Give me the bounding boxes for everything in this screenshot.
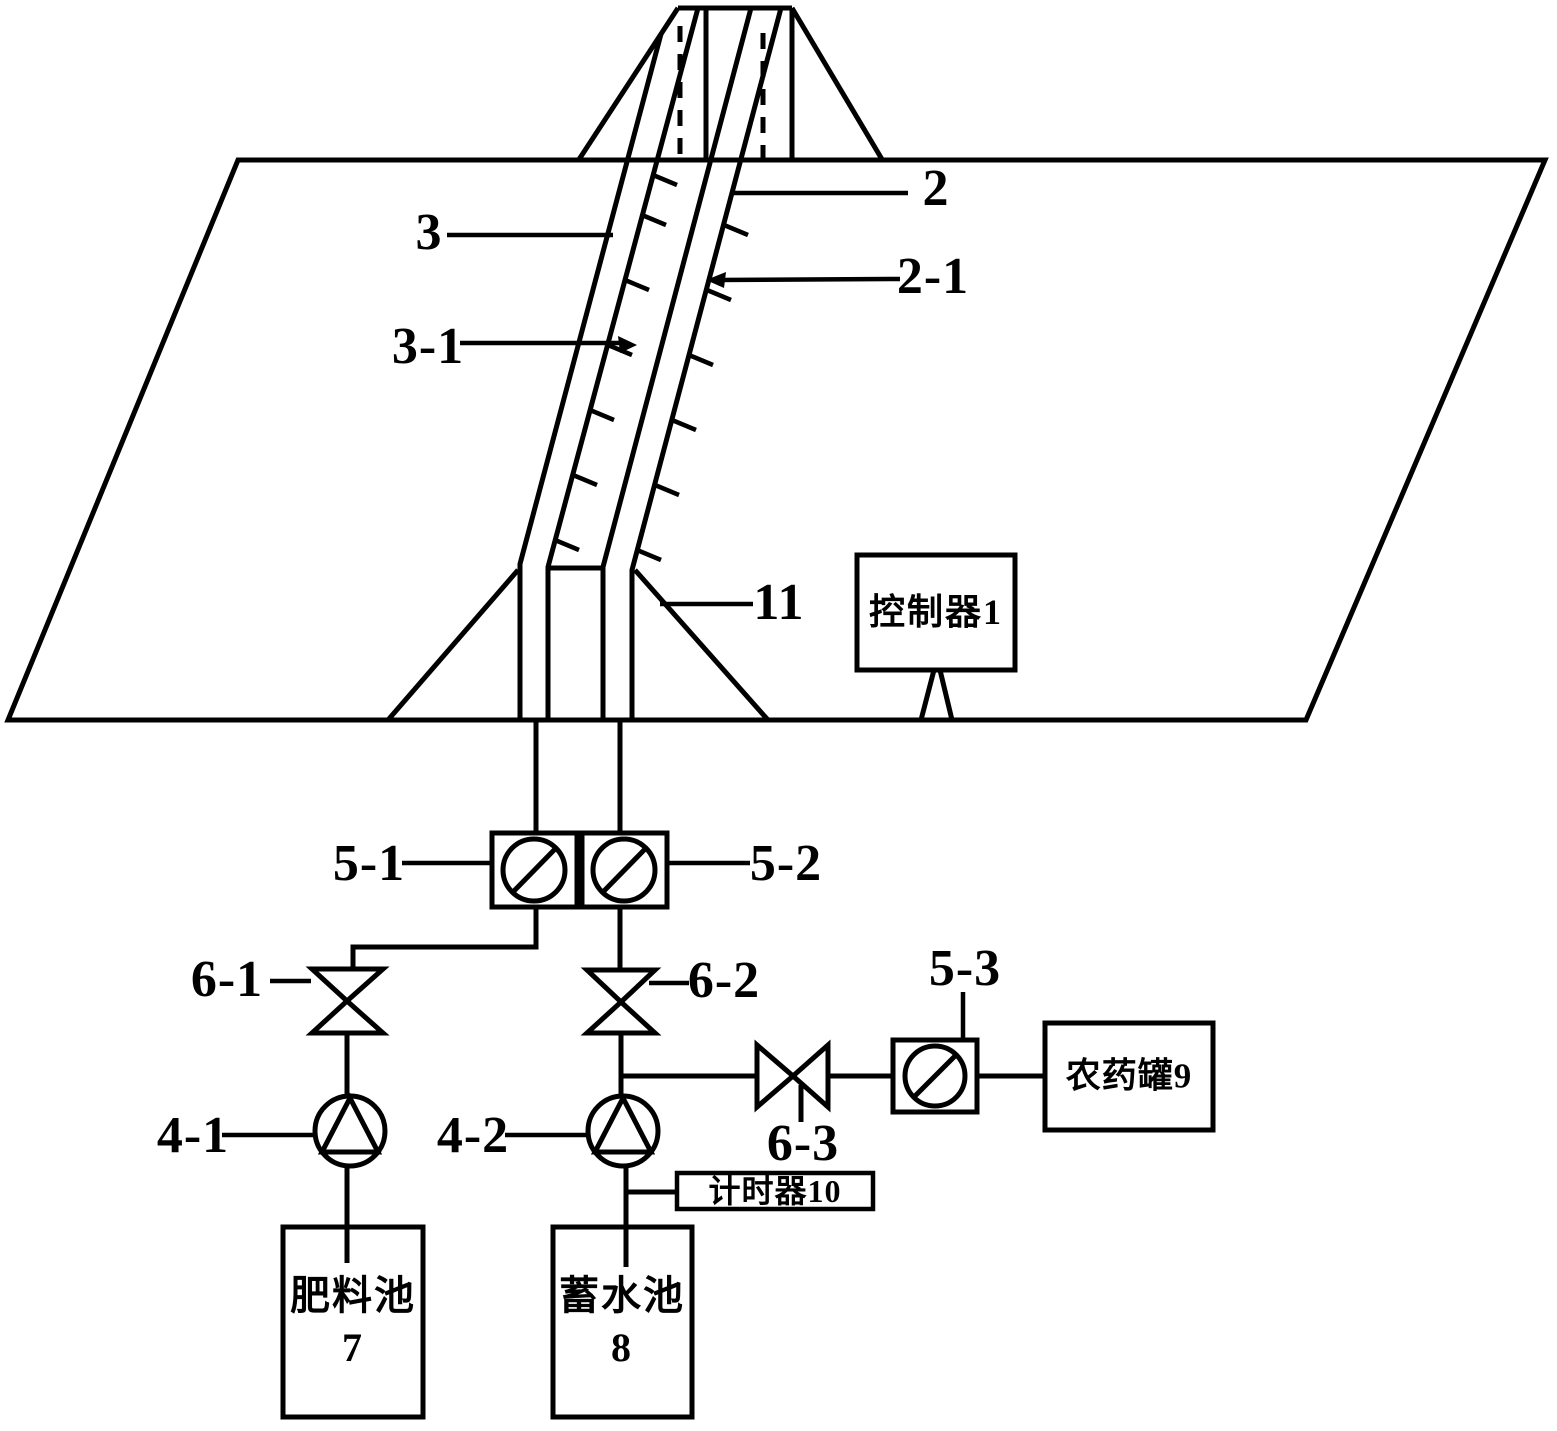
- valve63-left-triangle: [754, 1039, 797, 1113]
- pesticide-line: [754, 1039, 1045, 1122]
- label-meter-5-2: 5-2: [749, 835, 823, 892]
- label-meter-5-1: 5-1: [332, 835, 406, 892]
- controller-stand-leg: [918, 669, 937, 721]
- emitters: [554, 172, 749, 563]
- emitter-tick: [654, 482, 680, 498]
- valve-6-2: [580, 967, 662, 1036]
- label-valve-6-3: 6-3: [766, 1115, 840, 1172]
- flow-meter-5-2: [579, 830, 670, 910]
- ridge-right-slope: [789, 6, 886, 163]
- meter-dial: [590, 836, 658, 904]
- emitter-tick: [641, 212, 667, 228]
- pipe3-left-wall: [517, 33, 664, 720]
- fertilizer-tank-name: 肥料池: [290, 1273, 416, 1318]
- left-branch-piping: [344, 907, 539, 1263]
- emitter-tick: [572, 472, 598, 488]
- label-ridge-11: 11: [753, 574, 805, 631]
- valve-bottom-triangle: [305, 997, 390, 1036]
- leader-3-1-arrow: [618, 336, 637, 353]
- valve-top-triangle: [580, 967, 662, 1006]
- top-ridge: [575, 5, 886, 163]
- emitter-tick: [671, 417, 697, 433]
- drip-pipe-2: [548, 7, 784, 720]
- label-emitter-2-1: 2-1: [896, 248, 970, 305]
- pesticide-tank-label: 农药罐9: [1065, 1056, 1193, 1096]
- fertilizer-tank-number: 7: [342, 1325, 364, 1370]
- bottom-ridge-11: [386, 568, 770, 722]
- pump-4-2: [585, 1092, 661, 1169]
- label-emitter-3-1: 3-1: [391, 318, 465, 375]
- supply-risers: [533, 720, 623, 833]
- controller-stand-leg: [937, 669, 955, 721]
- meter-needle: [600, 845, 649, 895]
- valve-bottom-triangle: [580, 998, 662, 1036]
- emitter-tick: [624, 277, 650, 293]
- leader-2-1-arrow: [706, 272, 726, 288]
- pump-impeller: [317, 1092, 383, 1155]
- meter-body: [579, 830, 670, 910]
- pump-4-1: [312, 1092, 388, 1169]
- meter-body: [890, 1037, 980, 1115]
- water-tank-label: 蓄水池 8: [559, 1270, 685, 1374]
- ridge-left-slope: [575, 6, 681, 163]
- controller-outline: [854, 552, 1018, 673]
- meter-dial: [500, 836, 568, 904]
- bottom-ridge-left-slope: [386, 568, 520, 722]
- label-pump-4-2: 4-2: [436, 1107, 510, 1164]
- valve63-right-triangle: [789, 1039, 831, 1113]
- label-pump-4-1: 4-1: [156, 1107, 230, 1164]
- label-meter-5-3: 5-3: [928, 940, 1002, 997]
- timer-box: [674, 1170, 876, 1212]
- fertilizer-tank-7: [280, 1224, 426, 1420]
- flow-meter-5-3: [890, 1037, 980, 1115]
- emitter-tick: [723, 222, 749, 238]
- label-valve-6-1: 6-1: [190, 951, 264, 1008]
- tank-outline: [1042, 1020, 1216, 1133]
- valve-6-1: [305, 966, 390, 1036]
- emitter-tick: [688, 352, 714, 368]
- meter-needle: [510, 845, 559, 895]
- label-valve-6-2: 6-2: [687, 952, 761, 1009]
- pump-body: [585, 1093, 661, 1169]
- pipe2-right-wall: [629, 7, 784, 720]
- fertilizer-tank-label: 肥料池 7: [290, 1270, 416, 1374]
- field-plane: [4, 157, 1549, 723]
- emitter-tick: [554, 537, 580, 553]
- timer-outline: [674, 1170, 876, 1212]
- tank-outline: [550, 1224, 695, 1420]
- pipe-meter51-to-valve61: [350, 907, 539, 969]
- controller-label: 控制器1: [868, 592, 1004, 632]
- label-pipe-2: 2: [922, 160, 950, 217]
- emitter-tick: [589, 407, 615, 423]
- emitter-tick: [652, 172, 678, 188]
- water-tank-number: 8: [611, 1325, 633, 1370]
- water-tank-8: [550, 1224, 695, 1420]
- pesticide-tank-9: [1042, 1020, 1216, 1133]
- field-outline: [4, 157, 1549, 723]
- right-branch-piping: [617, 907, 757, 1267]
- flow-meter-5-1: [489, 830, 580, 910]
- water-tank-name: 蓄水池: [559, 1273, 685, 1318]
- meter-dial: [902, 1043, 968, 1109]
- timer-label: 计时器10: [708, 1173, 842, 1209]
- bottom-ridge-right-slope: [633, 568, 770, 722]
- label-pipe-3: 3: [415, 204, 443, 261]
- leader-2-1: [713, 276, 901, 283]
- pump-impeller: [590, 1092, 656, 1155]
- valve-top-triangle: [305, 966, 390, 1005]
- leader-lines: [222, 190, 966, 1138]
- pipe2-left-wall: [600, 7, 754, 720]
- pump-body: [312, 1093, 388, 1169]
- controller-box: [854, 552, 1018, 721]
- meter-needle: [911, 1052, 959, 1100]
- tank-outline: [280, 1224, 426, 1420]
- emitter-tick: [706, 287, 732, 303]
- emitter-tick: [636, 547, 662, 563]
